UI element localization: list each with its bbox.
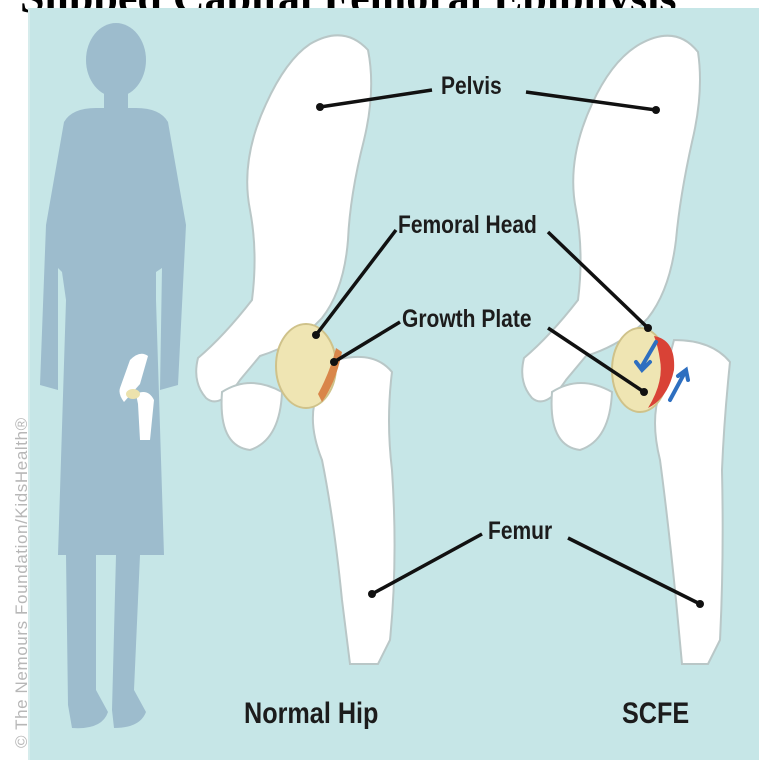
label-femoral-head: Femoral Head [398,211,537,240]
scfe-hip [522,36,730,664]
label-femur: Femur [488,517,552,546]
normal-hip [196,35,394,664]
caption-scfe: SCFE [622,697,689,731]
child-silhouette-icon [40,23,186,728]
copyright-notice: © The Nemours Foundation/KidsHealth® [12,417,32,748]
label-growth-plate: Growth Plate [402,305,532,334]
normal-femoral-head [276,324,336,408]
caption-normal-hip: Normal Hip [244,697,378,731]
label-pelvis: Pelvis [441,72,502,101]
